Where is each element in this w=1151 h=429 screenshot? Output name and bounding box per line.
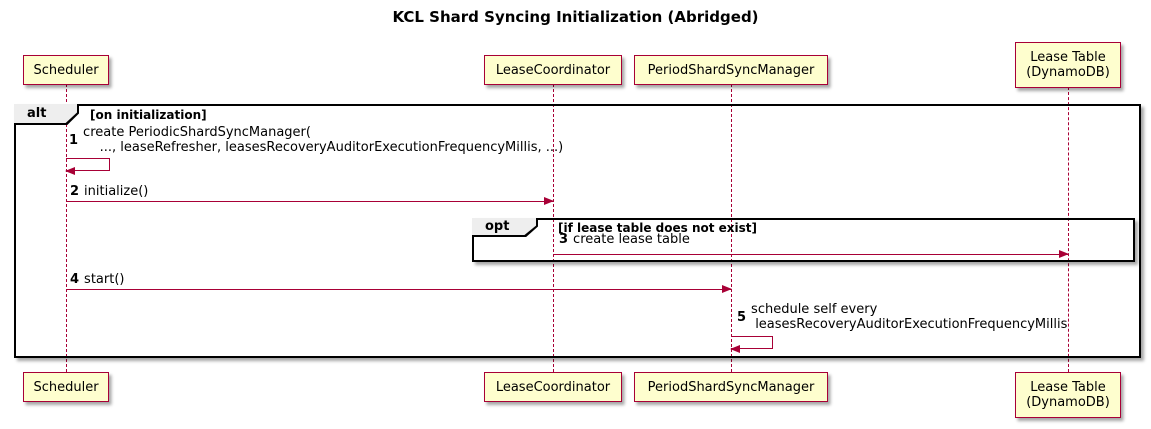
arrowhead-right-icon bbox=[1059, 250, 1069, 258]
opt-frame: opt [if lease table does not exist] bbox=[472, 218, 1135, 262]
arrowhead-left-icon bbox=[65, 167, 75, 175]
message-2-text: initialize() bbox=[84, 184, 149, 199]
alt-frame-label-text: alt bbox=[14, 104, 77, 123]
message-5-number: 5 bbox=[737, 309, 747, 325]
participant-leasecoordinator-bottom: LeaseCoordinator bbox=[484, 372, 622, 402]
message-4-number: 4 bbox=[70, 272, 80, 287]
opt-frame-guard: [if lease table does not exist] bbox=[558, 221, 758, 235]
message-2-arrow bbox=[66, 197, 554, 205]
participant-lease-table-bottom: Lease Table (DynamoDB) bbox=[1015, 372, 1121, 418]
lifeline-leasecoordinator bbox=[553, 84, 554, 372]
arrowhead-left-icon bbox=[730, 345, 740, 353]
opt-frame-label-text: opt bbox=[472, 218, 536, 235]
message-5-text: schedule self every leasesRecoveryAudito… bbox=[751, 302, 1068, 332]
alt-frame: alt [on initialization] bbox=[14, 104, 1141, 358]
message-5-self-arrow bbox=[730, 336, 773, 353]
message-4-arrow bbox=[66, 285, 732, 293]
message-1-number: 1 bbox=[69, 132, 79, 148]
message-1-label: 1 create PeriodicShardSyncManager( ..., … bbox=[69, 125, 563, 155]
participant-periodshardsyncmanager-bottom: PeriodShardSyncManager bbox=[634, 372, 828, 402]
participant-leasecoordinator-top: LeaseCoordinator bbox=[484, 55, 622, 85]
message-2-label: 2 initialize() bbox=[70, 184, 148, 199]
arrowhead-right-icon bbox=[722, 285, 732, 293]
message-4-label: 4 start() bbox=[70, 272, 124, 287]
lifeline-scheduler bbox=[66, 84, 67, 372]
alt-frame-guard: [on initialization] bbox=[90, 108, 207, 122]
message-3-text: create lease table bbox=[573, 232, 690, 247]
opt-frame-label: opt bbox=[472, 218, 538, 237]
message-2-number: 2 bbox=[70, 184, 80, 199]
participant-scheduler-bottom: Scheduler bbox=[23, 372, 109, 402]
message-1-self-arrow bbox=[65, 158, 110, 175]
participant-lease-table-top: Lease Table (DynamoDB) bbox=[1015, 42, 1121, 88]
message-3-arrow bbox=[553, 250, 1069, 258]
diagram-title: KCL Shard Syncing Initialization (Abridg… bbox=[392, 8, 759, 26]
message-4-text: start() bbox=[84, 272, 125, 287]
participant-periodshardsyncmanager-top: PeriodShardSyncManager bbox=[634, 55, 828, 85]
arrowhead-right-icon bbox=[544, 197, 554, 205]
lifeline-lease-table bbox=[1068, 87, 1069, 372]
message-3-number: 3 bbox=[559, 232, 569, 247]
message-1-text: create PeriodicShardSyncManager( ..., le… bbox=[83, 125, 564, 155]
participant-scheduler-top: Scheduler bbox=[23, 55, 109, 85]
message-3-label: 3 create lease table bbox=[559, 232, 690, 247]
lifeline-periodshardsyncmanager bbox=[731, 84, 732, 372]
alt-frame-label: alt bbox=[14, 104, 79, 125]
message-5-label: 5 schedule self every leasesRecoveryAudi… bbox=[737, 302, 1067, 332]
